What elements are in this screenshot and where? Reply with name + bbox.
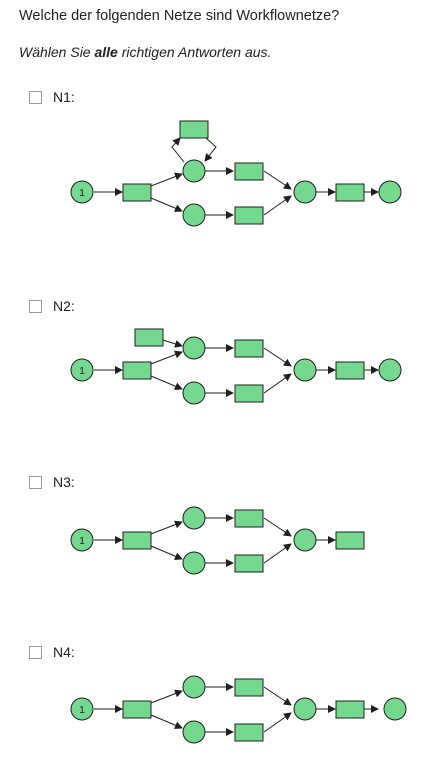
place	[182, 720, 206, 744]
checkbox-n2[interactable]	[29, 299, 42, 313]
transitions	[122, 509, 365, 573]
checkbox-n4[interactable]	[29, 645, 42, 659]
arcs	[94, 683, 379, 736]
option-n1-label: N1:	[53, 89, 75, 105]
arcs	[94, 514, 336, 567]
transition	[234, 206, 264, 225]
place	[293, 358, 317, 382]
place	[182, 381, 206, 405]
place-end	[378, 180, 402, 204]
transition	[122, 531, 152, 550]
transition	[234, 678, 264, 697]
place	[182, 159, 206, 183]
option-n4-label: N4:	[53, 644, 75, 660]
petri-net-n1: 1	[70, 120, 402, 227]
transition	[234, 509, 264, 528]
place-end	[378, 358, 402, 382]
option-n4-head: N4:	[29, 644, 75, 660]
instruction-pre: Wählen Sie	[19, 44, 95, 60]
transitions	[122, 678, 365, 742]
option-n1-head: N1:	[29, 89, 75, 105]
place-start	[70, 180, 94, 204]
arcs	[94, 339, 379, 397]
option-n2-head: N2:	[29, 298, 75, 314]
transition	[234, 339, 264, 358]
place	[182, 675, 206, 699]
petri-net-n3: 1	[70, 506, 365, 575]
places: 1	[70, 336, 402, 405]
transition	[134, 328, 164, 347]
places: 1	[70, 159, 402, 227]
place	[293, 528, 317, 552]
transition	[179, 120, 209, 139]
transition	[335, 700, 365, 719]
transition	[122, 700, 152, 719]
place	[182, 203, 206, 227]
petri-net-n2: 1	[70, 328, 402, 405]
places: 1	[70, 675, 407, 744]
transition	[234, 384, 264, 403]
token-label: 1	[79, 705, 85, 716]
question-text: Welche der folgenden Netze sind Workflow…	[19, 8, 340, 24]
transition	[122, 183, 152, 202]
transitions	[122, 120, 365, 225]
transition	[234, 723, 264, 742]
place-start	[70, 697, 94, 721]
transition-end	[335, 531, 365, 550]
token-label: 1	[79, 188, 85, 199]
place-start	[70, 358, 94, 382]
instruction-text: Wählen Sie alle richtigen Antworten aus.	[19, 44, 271, 60]
instruction-bold: alle	[94, 44, 118, 60]
place	[293, 697, 317, 721]
place	[182, 506, 206, 530]
option-n2-label: N2:	[53, 298, 75, 314]
petri-net-n4: 1	[70, 675, 407, 744]
transition	[122, 361, 152, 380]
token-label: 1	[79, 536, 85, 547]
arcs	[94, 137, 379, 219]
places: 1	[70, 506, 317, 575]
place	[182, 551, 206, 575]
token-label: 1	[79, 366, 85, 377]
checkbox-n3[interactable]	[29, 475, 42, 489]
option-n3-head: N3:	[29, 474, 75, 490]
option-n3-label: N3:	[53, 474, 75, 490]
transition	[335, 183, 365, 202]
transitions	[122, 328, 365, 403]
place-end	[383, 697, 407, 721]
place	[293, 180, 317, 204]
transition	[335, 361, 365, 380]
transition	[234, 554, 264, 573]
place	[182, 336, 206, 360]
instruction-post: richtigen Antworten aus.	[117, 44, 272, 60]
transition	[234, 162, 264, 181]
checkbox-n1[interactable]	[29, 90, 42, 104]
place-start	[70, 528, 94, 552]
